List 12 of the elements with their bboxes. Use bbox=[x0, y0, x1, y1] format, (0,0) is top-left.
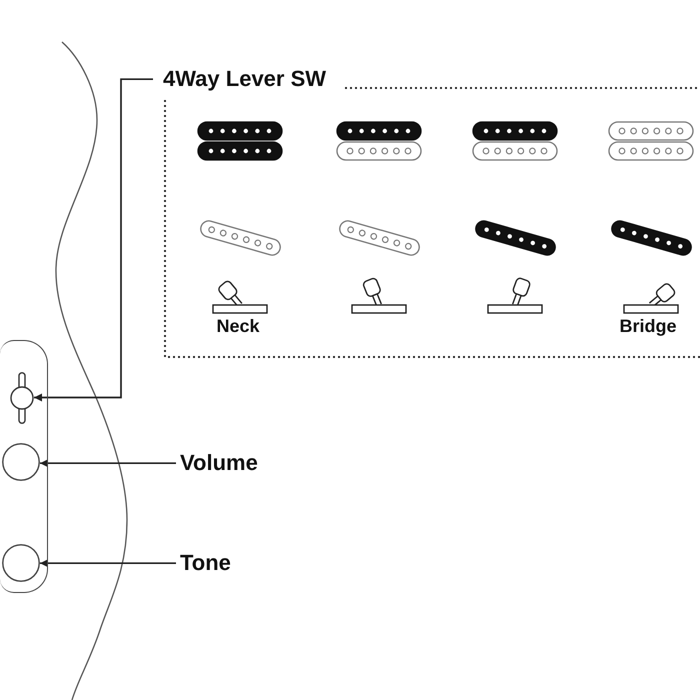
leader-arrow bbox=[40, 459, 176, 468]
leader-arrow bbox=[34, 78, 153, 402]
leader-arrow bbox=[40, 559, 176, 568]
position-label: Neck bbox=[216, 316, 260, 338]
control-label: Volume bbox=[180, 450, 258, 476]
control-knob bbox=[2, 442, 40, 480]
control-plate bbox=[0, 340, 48, 593]
control-label: Tone bbox=[180, 550, 231, 576]
position-label: Bridge bbox=[620, 316, 676, 338]
control-knob bbox=[2, 544, 40, 582]
panel-heading: 4Way Lever SW bbox=[163, 66, 326, 92]
switch-knob bbox=[10, 372, 34, 424]
